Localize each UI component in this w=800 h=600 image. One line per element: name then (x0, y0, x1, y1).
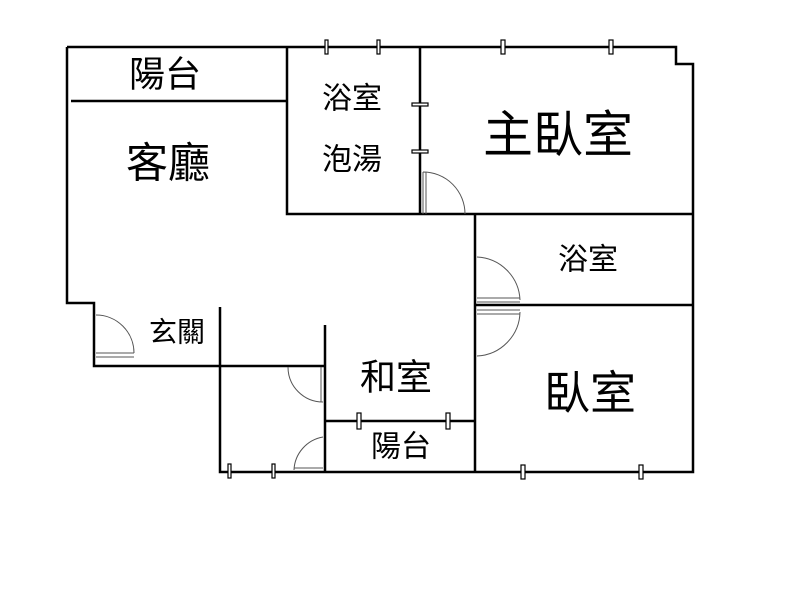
label-bath-top-1: 浴室 (322, 82, 382, 117)
label-bedroom: 臥室 (544, 366, 636, 420)
label-entrance: 玄關 (149, 316, 205, 349)
label-balcony-top: 陽台 (129, 55, 201, 96)
label-living-room: 客廳 (126, 139, 210, 188)
label-japanese-room: 和室 (360, 358, 432, 399)
label-bath-right: 浴室 (558, 243, 618, 278)
label-bath-top-2: 泡湯 (322, 143, 382, 178)
label-balcony-bottom: 陽台 (371, 430, 431, 465)
windows (227, 39, 644, 480)
label-master-bedroom: 主臥室 (483, 106, 633, 164)
room-labels: 陽台 客廳 浴室 泡湯 主臥室 浴室 玄關 和室 陽台 臥室 (126, 55, 636, 465)
doors (95, 171, 521, 471)
